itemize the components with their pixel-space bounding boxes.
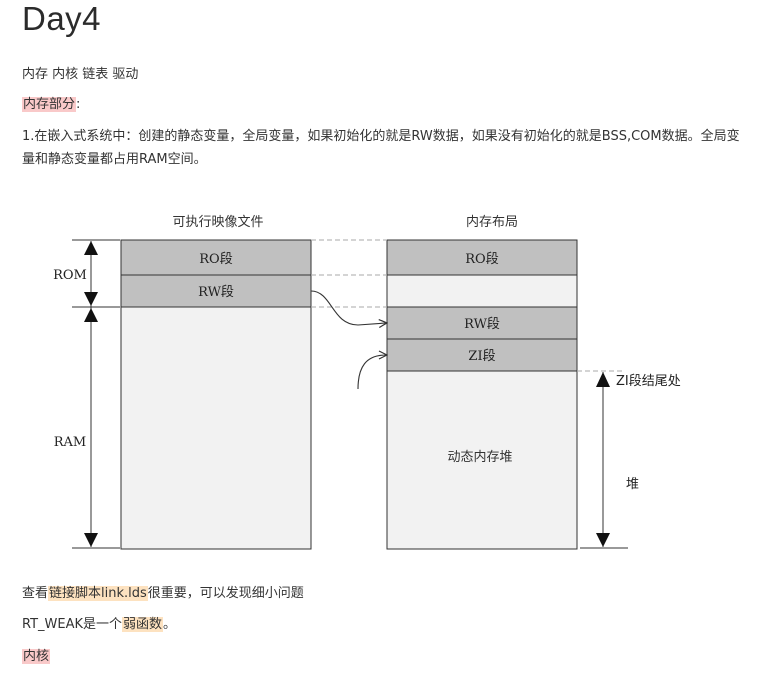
- heap-arrow-down: [596, 533, 610, 547]
- right-ro-segment: [386, 239, 578, 276]
- left-rw-segment: [120, 274, 312, 308]
- right-memory-box: [386, 239, 578, 550]
- weak-line-suffix: 。: [163, 617, 177, 632]
- heap-area-label: 动态内存堆: [447, 449, 512, 465]
- page-title: Day4: [22, 0, 102, 37]
- left-ro-segment: [120, 239, 312, 276]
- weak-line-prefix: RT_WEAK是一个: [22, 617, 123, 632]
- right-zi-label: ZI段: [468, 349, 495, 364]
- memory-section-label: 内存部分: [22, 97, 77, 112]
- ram-label: RAM: [54, 435, 87, 450]
- rom-arrow-down: [84, 292, 98, 306]
- ram-label-bg: [50, 430, 90, 452]
- right-ro-label: RO段: [465, 252, 498, 267]
- tags-line: 内存 内核 链表 驱动: [22, 67, 139, 82]
- kernel-section-heading: 内核: [22, 646, 51, 668]
- heap-label: 堆: [626, 477, 639, 492]
- linker-line-suffix: 很重要，可以发现细小问题: [147, 586, 304, 601]
- left-ro-label: RO段: [199, 252, 232, 267]
- left-column-title: 可执行映像文件: [172, 215, 263, 230]
- rom-label: ROM: [53, 268, 87, 283]
- heap-arrow-up: [596, 372, 610, 387]
- zi-end-label: ZI段结尾处: [616, 374, 681, 389]
- right-rw-label: RW段: [464, 317, 500, 332]
- linker-script-line: 查看链接脚本link.lds很重要，可以发现细小问题: [22, 583, 304, 605]
- right-column-title: 内存布局: [466, 214, 518, 230]
- linker-line-prefix: 查看: [22, 586, 49, 601]
- rw-copy-arrow: [310, 290, 386, 325]
- memory-paragraph: 1.在嵌入式系统中：创建的静态变量，全局变量，如果初始化的就是RW数据，如果没有…: [22, 129, 740, 167]
- ram-arrow-down: [84, 533, 98, 547]
- memory-layout-diagram: 可执行映像文件 内存布局 RO段 RW段 RO段 RW段 ZI段 动态内存堆: [40, 205, 710, 565]
- kernel-section-label: 内核: [22, 649, 51, 664]
- left-rw-label: RW段: [198, 285, 234, 300]
- weak-function-line: RT_WEAK是一个弱函数。: [22, 614, 176, 636]
- linker-script-highlight: 链接脚本link.lds: [48, 586, 148, 601]
- memory-section-colon: :: [76, 97, 81, 112]
- zi-init-arrow: [357, 355, 386, 390]
- rom-arrow-up: [84, 241, 98, 255]
- ram-arrow-up: [84, 308, 98, 322]
- rom-label-bg: [50, 263, 90, 285]
- weak-function-highlight: 弱函数: [122, 617, 164, 632]
- memory-section-heading: 内存部分:: [22, 94, 80, 116]
